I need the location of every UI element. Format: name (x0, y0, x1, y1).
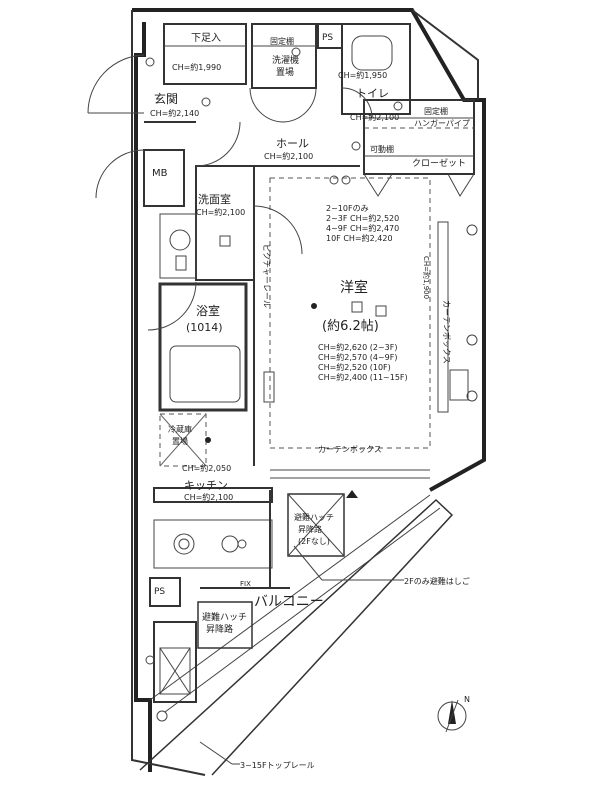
label-kitchen-ch: CH=約2,100 (184, 492, 233, 502)
label-hall: ホール (276, 137, 309, 150)
label-room-ch-2: CH=約2,570 (4~9F) (318, 352, 397, 362)
label-shoe-storage: 下足入 (191, 32, 221, 44)
label-mb: MB (152, 168, 168, 179)
label-hatch-3: (2Fなし) (298, 537, 330, 546)
label-ch-note-2: 2~3F CH=約2,520 (326, 213, 399, 223)
label-room-ch-1: CH=約2,620 (2~3F) (318, 342, 397, 352)
label-western-room-size: (約6.2帖) (322, 319, 379, 334)
label-top-rail: 3~15Fトップレール (240, 761, 315, 770)
label-toilet: トイレ (356, 87, 389, 100)
label-toilet-ch-top: CH=約1,950 (338, 70, 387, 80)
label-ch-note-3: 4~9F CH=約2,470 (326, 223, 399, 233)
label-fix: FIX (240, 580, 251, 588)
label-fixed-shelf: 固定棚 (270, 36, 294, 46)
label-bath-size: (1014) (186, 321, 223, 334)
label-fridge-1: 冷蔵庫 (168, 424, 192, 434)
label-ladder-note: 2Fのみ避難はしご (404, 576, 470, 586)
label-evac-hatch-2: 昇降路 (206, 623, 233, 635)
interior-walls (143, 23, 475, 703)
label-hatch-1: 避難ハッチ (294, 512, 334, 522)
label-hatch-2: 昇降路 (298, 524, 322, 534)
label-washroom: 洗面室 (198, 192, 231, 206)
label-washer-space-2: 置場 (276, 66, 294, 78)
room-marker (351, 301, 363, 313)
label-toilet-ch: CH=約2,100 (350, 112, 399, 122)
label-shoe-ch: CH=約1,990 (172, 62, 221, 72)
label-curtain-box-right: カーテンボックス (442, 300, 451, 364)
label-bath: 浴室 (196, 303, 220, 318)
label-washer-space-1: 洗濯機 (272, 54, 299, 66)
label-ps-top: PS (322, 33, 333, 43)
label-hanger-pipe: ハンガーパイプ (414, 118, 470, 128)
label-kitchen: キッチン (184, 479, 228, 492)
label-ch-note-4: 10F CH=約2,420 (326, 233, 393, 243)
door-swings (87, 54, 373, 331)
label-movable-shelf: 可動棚 (370, 144, 394, 154)
fixtures (145, 35, 478, 722)
label-washroom-ch: CH=約2,100 (196, 207, 245, 217)
label-entrance-ch: CH=約2,140 (150, 108, 199, 118)
label-balcony: バルコニー (254, 594, 324, 610)
room-labels: 下足入 CH=約1,990 玄関 CH=約2,140 MB 固定棚 洗濯機 置場… (150, 32, 470, 770)
label-curtain-box-bottom: カーテンボックス (318, 445, 382, 454)
label-ps-bottom: PS (154, 587, 165, 597)
label-room-ch-4: CH=約2,400 (11~15F) (318, 372, 408, 382)
label-hall-ch: CH=約2,100 (264, 151, 313, 161)
label-closet: クローゼット (412, 157, 466, 169)
label-ch-note-1: 2~10Fのみ (326, 204, 369, 213)
label-room-ch-3: CH=約2,520 (10F) (318, 362, 391, 372)
label-entrance: 玄関 (154, 91, 178, 106)
label-western-room: 洋室 (340, 279, 368, 296)
label-fridge-2: 置場 (172, 436, 188, 446)
leader-lines (199, 545, 404, 765)
label-kitchen-ch-top: CH=約2,050 (182, 463, 231, 473)
north-arrow (437, 699, 467, 733)
label-north: N (464, 695, 470, 704)
label-picture-rail: ピクチャーレール (262, 244, 271, 308)
label-right-ch: CH=約1,900 (422, 256, 431, 299)
label-closet-fixed-shelf: 固定棚 (424, 106, 448, 116)
label-evac-hatch-1: 避難ハッチ (202, 611, 247, 623)
